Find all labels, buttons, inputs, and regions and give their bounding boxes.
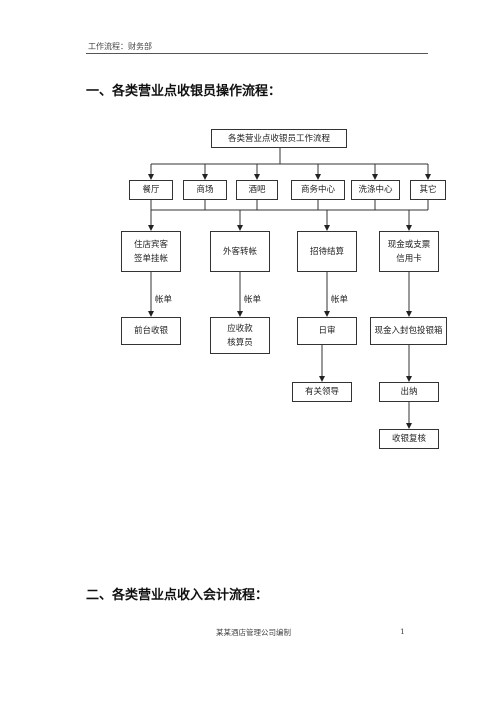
header-divider: [86, 53, 428, 54]
edge-label-bill: 帐单: [244, 295, 262, 305]
page-number: 1: [400, 627, 405, 636]
dept-node-business-center: 商务中心: [291, 180, 345, 200]
edge-label-bill: 帐单: [155, 295, 173, 305]
flow-root-node: 各类营业点收银员工作流程: [211, 129, 347, 148]
node-cashier-review: 收银复核: [379, 429, 439, 449]
settlement-node-guest-charge: 住店宾客 签单挂帐: [121, 231, 181, 272]
dept-node-restaurant: 餐厅: [129, 180, 173, 200]
receiver-node-daily-audit: 日审: [297, 317, 357, 345]
settlement-node-external-transfer: 外客转帐: [210, 231, 270, 272]
node-relevant-leaders: 有关领导: [292, 382, 352, 402]
page-footer: 某某酒店管理公司编制: [216, 628, 291, 637]
edge-label-bill: 帐单: [331, 295, 349, 305]
dept-node-other: 其它: [410, 180, 446, 200]
settlement-node-entertainment: 招待结算: [297, 231, 357, 272]
section-title-2: 二、各类营业点收入会计流程：: [86, 588, 269, 603]
dept-node-mall: 商场: [183, 180, 227, 200]
receiver-node-front-desk: 前台收银: [121, 317, 181, 345]
node-cashier: 出纳: [379, 382, 439, 402]
dept-node-laundry-center: 洗涤中心: [351, 180, 400, 200]
page-header: 工作流程：财务部: [88, 42, 152, 51]
dept-node-bar: 酒吧: [236, 180, 278, 200]
receiver-node-receivables: 应收款 核算员: [210, 317, 270, 354]
section-title-1: 一、各类营业点收银员操作流程：: [86, 84, 282, 99]
settlement-node-cash-card: 现金或支票 信用卡: [379, 231, 439, 272]
receiver-node-cash-deposit: 现金入封包投银箱: [370, 317, 447, 345]
